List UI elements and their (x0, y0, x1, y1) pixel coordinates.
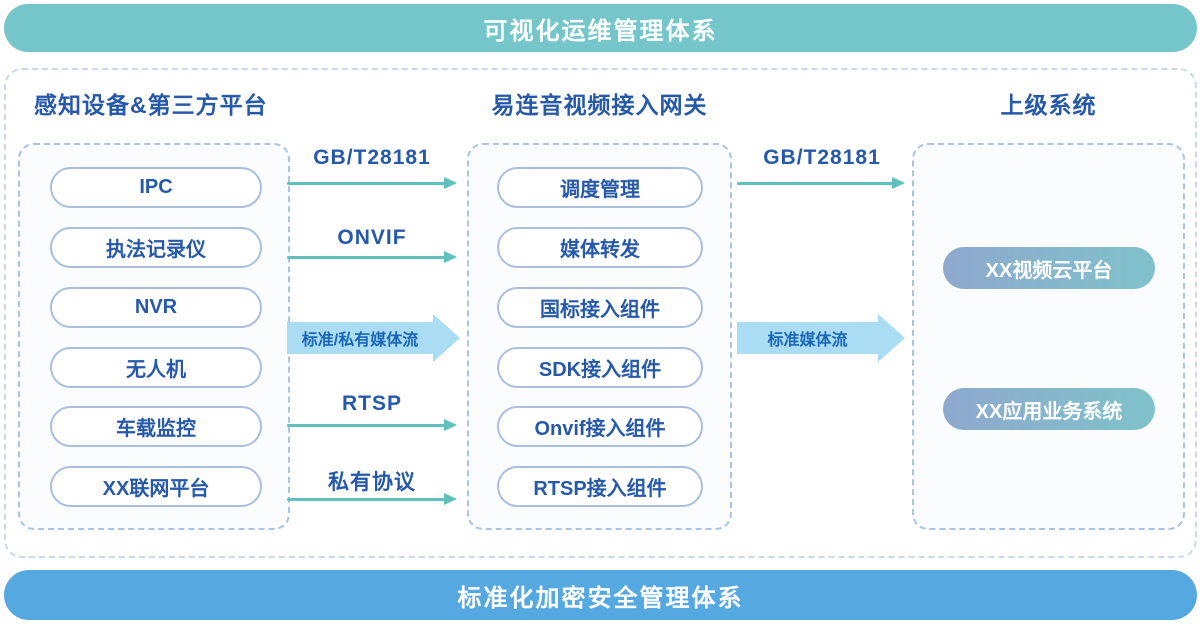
arrow-gbt28181-left (287, 177, 457, 189)
bottom-banner-label: 标准化加密安全管理体系 (457, 584, 744, 612)
gateway-item-label: Onvif接入组件 (534, 418, 666, 440)
upper-item-video-cloud: XX视频云平台 (943, 247, 1155, 289)
device-item-xx-network-platform: XX联网平台 (50, 466, 262, 507)
device-item-nvr: NVR (50, 287, 262, 328)
gateway-item-label: 国标接入组件 (540, 299, 660, 321)
top-banner-label: 可视化运维管理体系 (483, 17, 718, 45)
flow-label-rtsp: RTSP (341, 392, 402, 415)
block-arrow-label: 标准媒体流 (767, 332, 848, 349)
column-title-devices: 感知设备&第三方平台 (34, 92, 268, 118)
column-title-gateway: 易连音视频接入网关 (491, 92, 708, 118)
upper-item-app-business: XX应用业务系统 (943, 388, 1155, 430)
device-item-label: 执法记录仪 (106, 239, 206, 261)
device-item-label: 车载监控 (116, 418, 196, 440)
device-item-label: NVR (134, 296, 178, 318)
upper-system-box (912, 143, 1185, 530)
arrow-rtsp (287, 419, 457, 431)
gateway-item-gb-access: 国标接入组件 (497, 287, 703, 328)
flow-label-private-protocol: 私有协议 (328, 471, 416, 494)
gateway-item-label: 媒体转发 (560, 239, 640, 261)
block-arrow-std-private-media-stream: 标准/私有媒体流 (287, 314, 460, 362)
bottom-banner: 标准化加密安全管理体系 (4, 570, 1197, 620)
flow-label-onvif: ONVIF (337, 226, 407, 249)
gateway-item-label: 调度管理 (560, 179, 640, 201)
upper-item-label: XX应用业务系统 (975, 400, 1123, 423)
arrow-gbt28181-right (737, 177, 905, 189)
gateway-item-rtsp-access: RTSP接入组件 (497, 466, 703, 507)
gateway-item-dispatch: 调度管理 (497, 167, 703, 208)
device-item-ipc: IPC (50, 167, 262, 208)
gateway-item-sdk-access: SDK接入组件 (497, 347, 703, 388)
block-arrow-std-media-stream: 标准媒体流 (737, 314, 905, 362)
flow-label-gbt28181-left: GB/T28181 (313, 146, 431, 169)
device-item-body-recorder: 执法记录仪 (50, 227, 262, 268)
block-arrow-label: 标准/私有媒体流 (301, 332, 419, 349)
gateway-item-label: SDK接入组件 (538, 359, 662, 381)
gateway-item-onvif-access: Onvif接入组件 (497, 406, 703, 447)
flow-label-gbt28181-right: GB/T28181 (763, 146, 881, 169)
arrow-onvif (287, 251, 457, 263)
upper-item-label: XX视频云平台 (985, 259, 1113, 282)
arrow-private-protocol (287, 493, 457, 505)
top-banner: 可视化运维管理体系 (4, 4, 1197, 52)
gateway-item-label: RTSP接入组件 (533, 478, 667, 500)
device-item-label: IPC (139, 176, 173, 198)
device-item-label: XX联网平台 (102, 478, 210, 500)
device-item-drone: 无人机 (50, 347, 262, 388)
gateway-item-media-forward: 媒体转发 (497, 227, 703, 268)
column-title-upper: 上级系统 (1000, 92, 1097, 118)
device-item-vehicle-monitor: 车载监控 (50, 406, 262, 447)
device-item-label: 无人机 (126, 359, 186, 381)
